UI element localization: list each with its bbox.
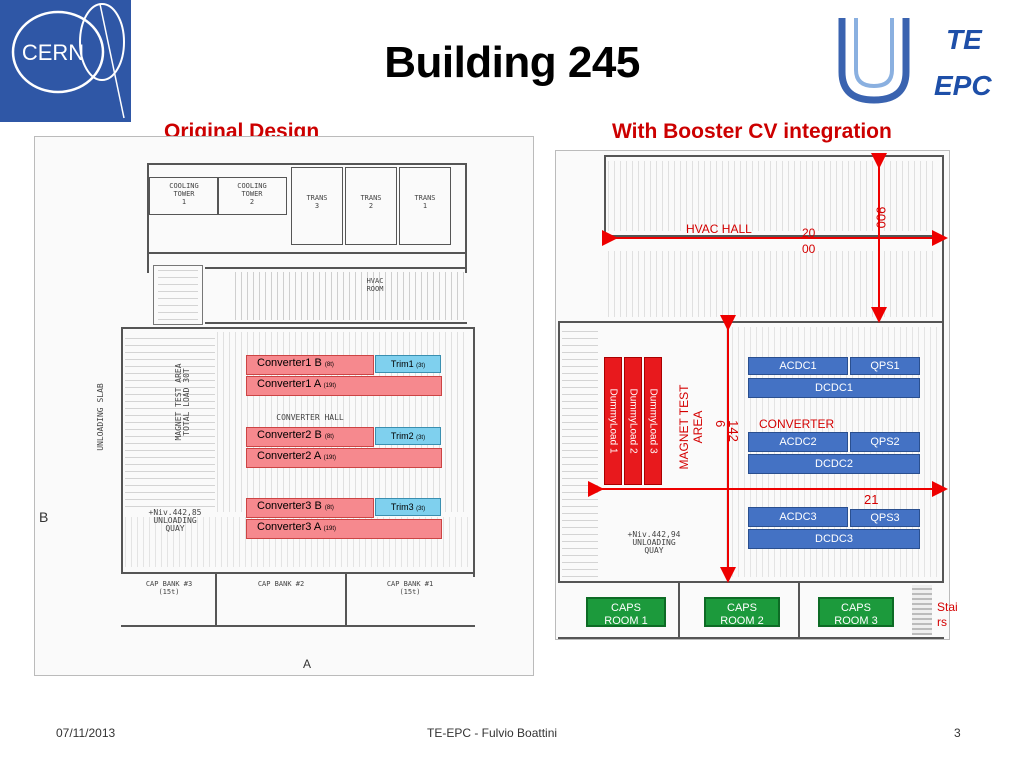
- hvac-hall-label: HVAC HALL: [686, 222, 752, 236]
- acdc1: ACDC1: [748, 357, 848, 375]
- cooling-tower-2: COOLING TOWER 2: [217, 177, 287, 215]
- cooling-tower-1-label: COOLING TOWER 1: [169, 182, 199, 206]
- unloading-quay-label: +Niv.442,85 UNLOADING QUAY: [148, 508, 202, 533]
- dim-900-label: 900: [873, 206, 889, 229]
- qps1: QPS1: [850, 357, 920, 375]
- booster-cv-floor-plan: +Niv.442,94 UNLOADING QUAY ACDC1 QPS1 DC…: [555, 150, 950, 640]
- stairs-block: [912, 585, 932, 635]
- cap-bank-1: CAP BANK #1 (15t): [347, 574, 473, 624]
- acdc3: ACDC3: [748, 507, 848, 527]
- cern-logo-graphic: CERN: [11, 3, 125, 119]
- converter3-a: Converter3 A (19t): [246, 519, 442, 539]
- dcdc1: DCDC1: [748, 378, 920, 398]
- trans-1-label: TRANS 1: [414, 194, 436, 210]
- dimension-arrows: [588, 153, 948, 583]
- unloading-slab-label: UNLOADING SLAB: [96, 383, 105, 451]
- trans-3-label: TRANS 3: [306, 194, 328, 210]
- cooling-tower-2-label: COOLING TOWER 2: [237, 182, 267, 206]
- te-epc-logo-graphic: [834, 14, 914, 106]
- transformer-3: TRANS 3: [291, 167, 343, 245]
- converter3-b: Converter3 B (8t): [246, 498, 374, 518]
- caps-room-3: CAPS ROOM 3: [818, 597, 894, 627]
- converter2-a: Converter2 A (19t): [246, 448, 442, 468]
- cern-logo-text: CERN: [22, 40, 84, 65]
- converter-label: CONVERTER: [759, 417, 835, 431]
- acdc2: ACDC2: [748, 432, 848, 452]
- caps-room-2: CAPS ROOM 2: [704, 597, 780, 627]
- stair-block: [153, 265, 203, 325]
- dim-2000-label: 20 00: [802, 226, 816, 256]
- hvac-room-label: HVAC ROOM: [366, 277, 384, 293]
- footer-author: TE-EPC - Fulvio Boattini: [427, 726, 558, 740]
- trans-2-label: TRANS 2: [360, 194, 382, 210]
- cap-bank-2: CAP BANK #2: [217, 574, 345, 624]
- converter1-b: Converter1 B (8t): [246, 355, 374, 375]
- converter-hall-label: CONVERTER HALL: [276, 413, 344, 422]
- transformer-1: TRANS 1: [399, 167, 451, 245]
- te-logo-line2: EPC: [934, 70, 992, 101]
- trim2: Trim2 (3t): [375, 427, 441, 445]
- section-marker-a: A: [303, 657, 312, 671]
- cap-bank-3-label: CAP BANK #3 (15t): [145, 580, 193, 596]
- footer-page-number: 3: [954, 726, 961, 740]
- qps2: QPS2: [850, 432, 920, 452]
- qps3: QPS3: [850, 509, 920, 527]
- original-floor-plan: COOLING TOWER 1 COOLING TOWER 2 TRANS 3 …: [34, 136, 534, 676]
- dim-21-label: 21: [864, 492, 879, 507]
- cap-bank-3: CAP BANK #3 (15t): [123, 574, 215, 624]
- transformer-2: TRANS 2: [345, 167, 397, 245]
- cap-bank-2-label: CAP BANK #2: [257, 580, 305, 588]
- magnet-test-area-label: MAGNET TEST AREA TOTAL LOAD 30T: [174, 363, 191, 441]
- trim1: Trim1 (3t): [375, 355, 441, 373]
- converter1-a: Converter1 A (19t): [246, 376, 442, 396]
- dim-1426-label: 142 6: [712, 420, 741, 442]
- cern-logo: CERN: [0, 0, 131, 122]
- trim3: Trim3 (3t): [375, 498, 441, 516]
- converter2-b: Converter2 B (8t): [246, 427, 374, 447]
- cooling-tower-1: COOLING TOWER 1: [149, 177, 219, 215]
- footer-date: 07/11/2013: [56, 726, 116, 740]
- section-marker-b: B: [39, 509, 49, 525]
- page-title: Building 245: [384, 38, 640, 87]
- te-logo-line1: TE: [946, 24, 982, 55]
- stairs-label: Stai rs: [937, 600, 958, 629]
- dcdc2: DCDC2: [748, 454, 920, 474]
- dcdc3: DCDC3: [748, 529, 920, 549]
- caps-room-1: CAPS ROOM 1: [586, 597, 666, 627]
- right-unloading-quay-label: +Niv.442,94 UNLOADING QUAY: [627, 530, 681, 555]
- right-heading: With Booster CV integration: [612, 120, 892, 143]
- cap-bank-1-label: CAP BANK #1 (15t): [386, 580, 434, 596]
